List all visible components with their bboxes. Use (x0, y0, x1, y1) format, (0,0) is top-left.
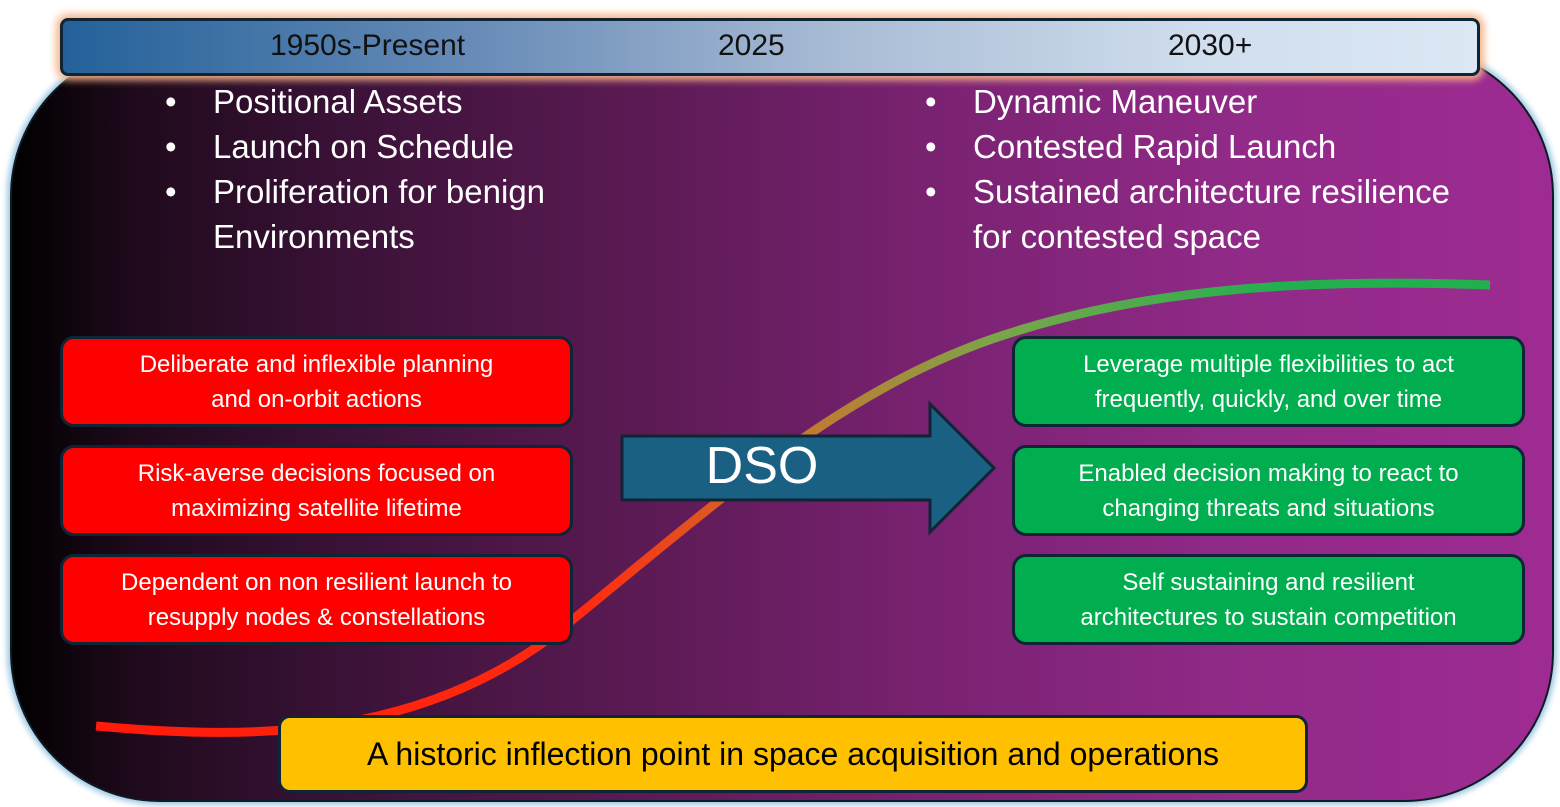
box-line: changing threats and situations (1102, 494, 1435, 522)
box-line: and on-orbit actions (211, 385, 422, 413)
box-line: frequently, quickly, and over time (1094, 385, 1443, 413)
bullet-item: Positional Assets (165, 79, 605, 124)
right-bullet-list: Dynamic Maneuver Contested Rapid Launch … (925, 79, 1485, 259)
dso-arrow-label: DSO (705, 437, 819, 495)
box-line: Leverage multiple flexibilities to act (1083, 350, 1454, 378)
box-line: Deliberate and inflexible planning (139, 350, 494, 378)
box-line: Enabled decision making to react to (1078, 459, 1459, 487)
bullet-item: Dynamic Maneuver (925, 79, 1485, 124)
timeline-bar: 1950s-Present 2025 2030+ (60, 18, 1480, 76)
bullet-item: Proliferation for benign Environments (165, 169, 605, 259)
left-bullet-list: Positional Assets Launch on Schedule Pro… (165, 79, 605, 259)
timeline-label-past: 1950s-Present (270, 29, 466, 62)
legacy-box: Risk-averse decisions focused on maximizi… (60, 445, 573, 536)
future-box: Leverage multiple flexibilities to act fr… (1012, 336, 1525, 427)
box-line: resupply nodes & constellations (147, 603, 486, 631)
box-line: Self sustaining and resilient (1122, 568, 1415, 596)
legacy-box: Deliberate and inflexible planning and on… (60, 336, 573, 427)
legacy-box: Dependent on non resilient launch to resu… (60, 554, 573, 645)
box-line: Dependent on non resilient launch to (121, 568, 512, 596)
box-line: maximizing satellite lifetime (171, 494, 462, 522)
inflection-banner: A historic inflection point in space acq… (278, 715, 1308, 793)
dso-arrow-icon (620, 400, 997, 536)
future-box: Enabled decision making to react to chang… (1012, 445, 1525, 536)
box-line: architectures to sustain competition (1080, 603, 1457, 631)
timeline-label-future: 2030+ (1168, 29, 1253, 62)
box-line: Risk-averse decisions focused on (137, 459, 496, 487)
future-box: Self sustaining and resilient architectur… (1012, 554, 1525, 645)
bullet-item: Launch on Schedule (165, 124, 605, 169)
bullet-item: Sustained architecture resilience for co… (925, 169, 1485, 259)
timeline-label-2025: 2025 (718, 29, 785, 62)
bullet-item: Contested Rapid Launch (925, 124, 1485, 169)
